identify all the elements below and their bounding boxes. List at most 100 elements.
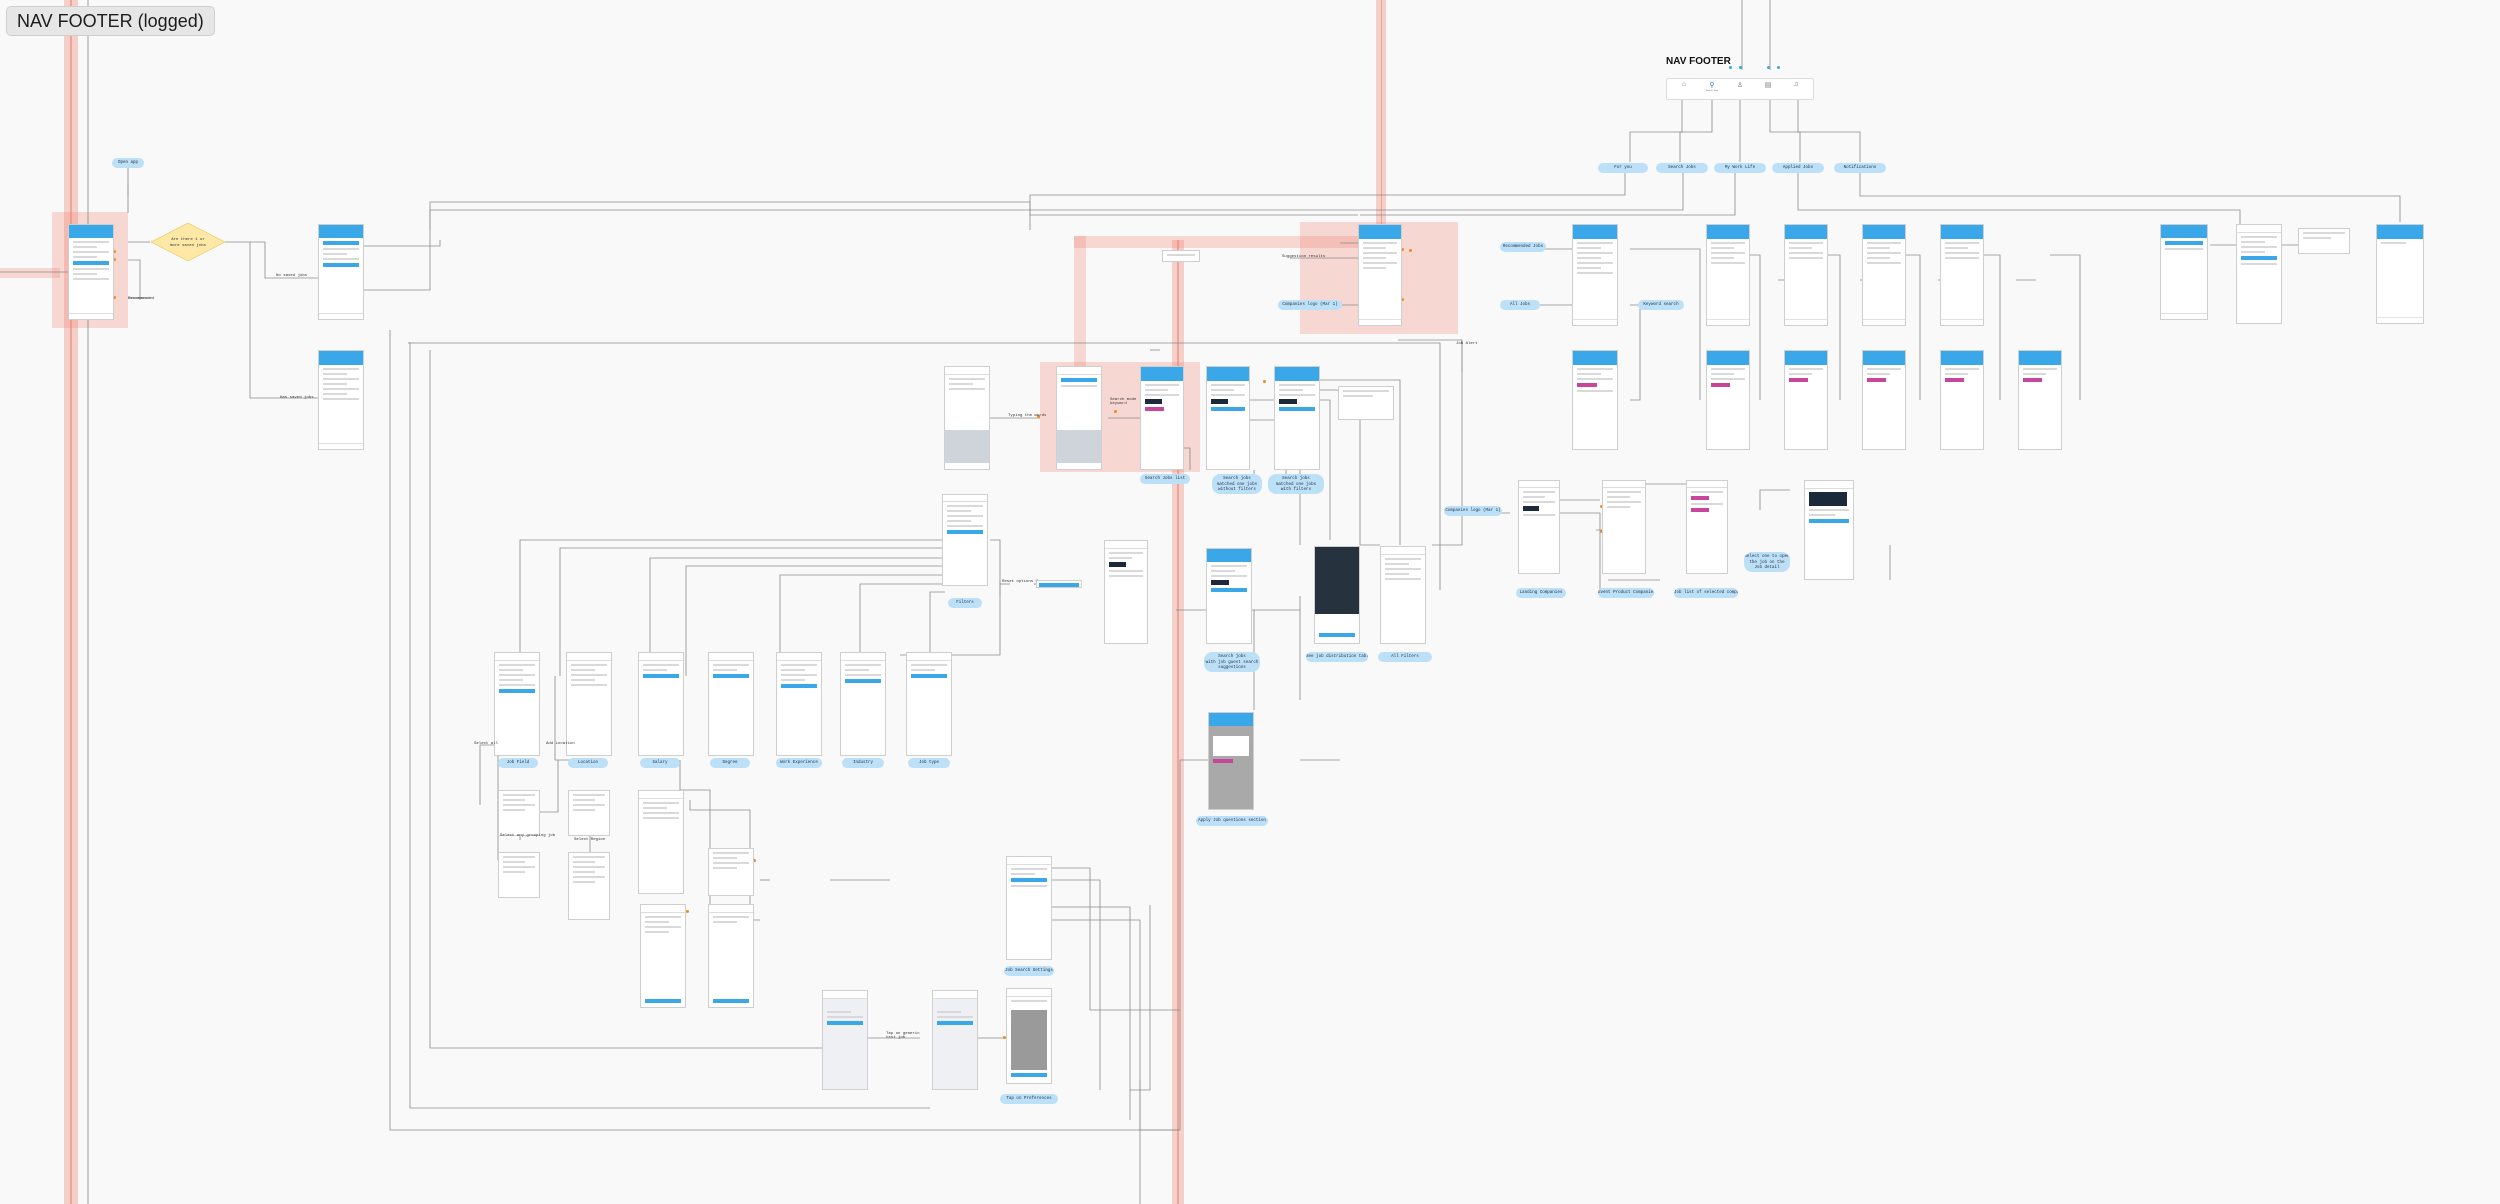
pill-event-product: Event Product Companies <box>1598 588 1654 598</box>
screen-salary <box>638 652 684 756</box>
screen-alert-popup <box>1338 386 1394 420</box>
screen-row2-3 <box>1784 350 1828 450</box>
screen-preferences <box>2160 224 2208 320</box>
pill-search-jobs-1: Search jobs matched one jobs without fil… <box>1212 474 1262 494</box>
pill-job-list-company: Job list of selected company <box>1674 588 1738 598</box>
label-suggestion-results: Suggestion results <box>1282 255 1326 259</box>
highlight-band <box>1074 236 1086 366</box>
label-tap-generic: Tap on generic test job <box>886 1032 920 1040</box>
dest-pill-notifications: Notifications <box>1834 163 1886 173</box>
pill-select-one: Select one to open the job on the Job de… <box>1744 552 1790 572</box>
screen-results-1 <box>1206 366 1250 470</box>
screen-search-jobs <box>1358 224 1402 326</box>
pill-all-filters: All Filters <box>1378 652 1432 662</box>
screen-guest-search <box>1206 548 1252 644</box>
screen-row2-2 <box>1706 350 1750 450</box>
search-icon[interactable]: ⚲Search Jobs <box>1703 81 1721 97</box>
pill-job-field: Job Field <box>498 758 538 768</box>
screen-keyword-input <box>944 366 990 470</box>
person-icon[interactable]: ♙ <box>1736 82 1744 89</box>
screen-industry <box>840 652 886 756</box>
pill-work-experience: Work Experience <box>776 758 822 768</box>
pill-search-jobs-3: Search jobs with job guest search sugges… <box>1204 652 1260 672</box>
label-recommended: Recommended <box>128 297 155 301</box>
pill-filters: Filters <box>948 598 982 608</box>
screen-job-search-settings <box>1006 856 1052 960</box>
applications-icon[interactable]: ▤ <box>1764 82 1772 89</box>
home-icon[interactable]: ⌂ <box>1681 81 1687 88</box>
label-typing: Typing the words <box>1008 414 1047 418</box>
dest-pill-search-jobs: Search Jobs <box>1656 163 1708 173</box>
pill-industry: Industry <box>842 758 884 768</box>
screen-settings <box>2236 224 2282 324</box>
frame-title: NAV FOOTER (logged) <box>6 6 215 36</box>
screen-reset-options <box>1104 540 1148 644</box>
screen-onboarding-2 <box>932 990 978 1090</box>
label-select-all: Select all <box>474 742 499 746</box>
label-job-alert: Job Alert <box>1456 342 1478 346</box>
pill-search-job-list: Search Jobs list <box>1140 474 1190 484</box>
screen-reset-bar <box>1036 580 1082 588</box>
label-no-saved-jobs: No saved jobs <box>276 274 308 278</box>
screen-notifications <box>1940 224 1984 326</box>
pill-keyword-search: Keyword search <box>1638 300 1684 310</box>
screen-region <box>568 852 610 920</box>
screen-saved-jobs <box>318 350 364 450</box>
screen-event-companies <box>1602 480 1646 574</box>
screen-degree <box>708 652 754 756</box>
screen-job-field-sub <box>498 790 540 836</box>
search-tab-label: Search Jobs <box>1705 90 1719 92</box>
screen-company-jobs <box>1686 480 1728 574</box>
pill-all-jobs: All Jobs <box>1500 300 1540 310</box>
search-bar-snippet <box>1162 250 1200 262</box>
screen-search-results <box>1706 224 1750 326</box>
label-select-grouping: Select any grouping job <box>500 834 556 838</box>
screen-for-you <box>1572 224 1618 326</box>
screen-salary-sub <box>638 790 684 894</box>
screen-popup <box>2298 228 2350 254</box>
screen-row2-4 <box>1862 350 1906 450</box>
dest-pill-applied-jobs: Applied Jobs <box>1772 163 1824 173</box>
screen-all-filters <box>1380 546 1426 644</box>
screen-work-experience <box>776 652 822 756</box>
screen-search-results-list <box>1140 366 1184 470</box>
label-add-location: Add Location <box>546 742 575 746</box>
screen-location <box>566 652 612 756</box>
decision-text-1: Are there 1 or <box>171 237 205 242</box>
nav-footer-title: NAV FOOTER <box>1666 56 1731 67</box>
highlight-column <box>1376 0 1386 240</box>
screen-preferences-modal <box>1006 988 1052 1084</box>
screen-apply-job <box>1208 712 1254 810</box>
screen-row2-5 <box>1940 350 1984 450</box>
screen-empty <box>2376 224 2424 324</box>
label-search-mode: Search mode keyword <box>1110 398 1137 406</box>
screen-grouping <box>498 852 540 898</box>
screen-row2-6 <box>2018 350 2062 450</box>
screen-job-type <box>906 652 952 756</box>
screen-home <box>68 224 114 320</box>
highlight-band <box>1074 236 1372 248</box>
pill-job-search-settings: Job Search Settings <box>1004 966 1054 976</box>
screen-job-detail <box>1804 480 1854 580</box>
pill-landing-companies: Landing Companies <box>1516 588 1566 598</box>
screen-my-work-life <box>1784 224 1828 326</box>
screen-location-sub <box>568 790 610 836</box>
screen-filters <box>942 494 988 586</box>
notifications-icon[interactable]: ♫ <box>1793 81 1799 88</box>
dest-pill-my-work-life: My Work Life <box>1714 163 1766 173</box>
decision-diamond: Are there 1 or more saved jobs <box>150 222 226 262</box>
screen-salary-picker <box>708 848 754 896</box>
pill-recommended-jobs: Recommended Jobs <box>1500 242 1546 252</box>
screen-job-field <box>494 652 540 756</box>
pill-salary: Salary <box>640 758 680 768</box>
pill-search-jobs-2: Search jobs matched one jobs with filter… <box>1268 474 1324 494</box>
screen-no-saved-jobs <box>318 224 364 320</box>
screen-applied-jobs <box>1862 224 1906 326</box>
label-select-region: Select Region <box>574 838 606 842</box>
screen-salary-range <box>640 904 686 1008</box>
screen-results-2 <box>1274 366 1320 470</box>
screen-landing-companies <box>1518 480 1560 574</box>
pill-open-app: Open app <box>112 158 144 168</box>
